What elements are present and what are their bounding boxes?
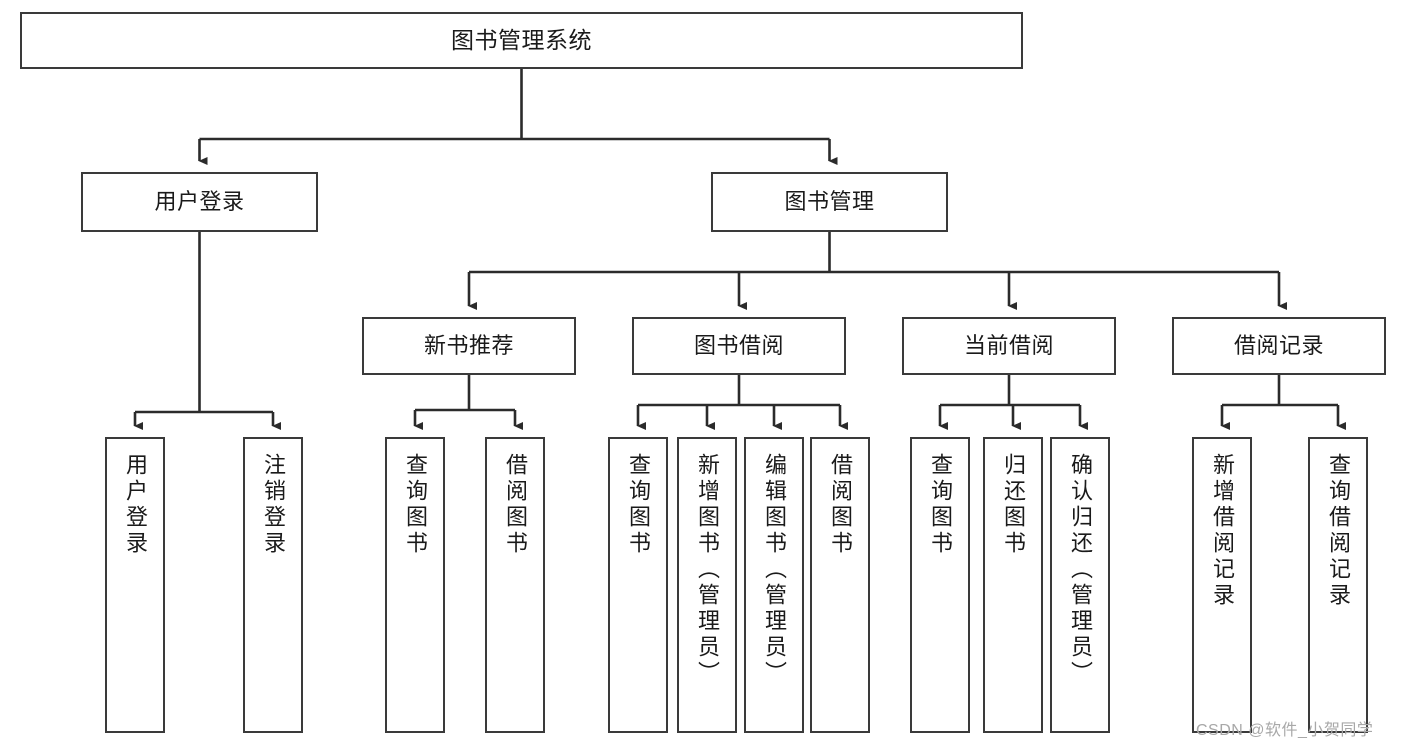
node-label: 新增图书（管理员） xyxy=(695,453,720,687)
node-leaf-query-book[interactable]: 查询图书 xyxy=(608,437,668,733)
node-leaf-return-book[interactable]: 归还图书 xyxy=(983,437,1043,733)
node-new-book-recommend[interactable]: 新书推荐 xyxy=(362,317,576,375)
node-label: 借阅图书 xyxy=(828,453,853,557)
node-label: 图书借阅 xyxy=(693,332,784,358)
connector-bus xyxy=(415,375,515,412)
node-label: 查询图书 xyxy=(403,453,428,557)
node-label: 图书管理 xyxy=(784,188,875,214)
connector-bus xyxy=(199,69,830,141)
node-label: 注销登录 xyxy=(261,453,286,557)
node-label: 用户登录 xyxy=(123,453,148,557)
node-leaf-query-book-recommend[interactable]: 查询图书 xyxy=(385,437,445,733)
node-root[interactable]: 图书管理系统 xyxy=(20,12,1023,69)
node-label: 归还图书 xyxy=(1001,453,1026,557)
node-book-borrow[interactable]: 图书借阅 xyxy=(632,317,846,375)
node-book-management[interactable]: 图书管理 xyxy=(711,172,948,232)
node-leaf-user-login[interactable]: 用户登录 xyxy=(105,437,165,733)
node-leaf-confirm-return-admin[interactable]: 确认归还（管理员） xyxy=(1050,437,1110,733)
node-label: 借阅图书 xyxy=(503,453,528,557)
node-leaf-query-borrow-record[interactable]: 查询借阅记录 xyxy=(1308,437,1368,733)
node-label: 用户登录 xyxy=(154,188,245,214)
node-current-borrow[interactable]: 当前借阅 xyxy=(902,317,1116,375)
connector-bus xyxy=(638,375,840,407)
node-user-login[interactable]: 用户登录 xyxy=(81,172,318,232)
node-leaf-borrow-book[interactable]: 借阅图书 xyxy=(810,437,870,733)
connector-bus xyxy=(135,232,273,414)
node-label: 借阅记录 xyxy=(1233,332,1324,358)
node-label: 图书管理系统 xyxy=(451,26,592,53)
node-leaf-edit-book-admin[interactable]: 编辑图书（管理员） xyxy=(744,437,804,733)
node-label: 查询图书 xyxy=(928,453,953,557)
node-leaf-borrow-book-recommend[interactable]: 借阅图书 xyxy=(485,437,545,733)
csdn-watermark: CSDN @软件_小贺同学 xyxy=(1196,722,1374,739)
node-label: 新书推荐 xyxy=(423,332,514,358)
node-label: 确认归还（管理员） xyxy=(1068,453,1093,687)
node-label: 当前借阅 xyxy=(963,332,1054,358)
connector-bus xyxy=(1222,375,1338,407)
node-label: 编辑图书（管理员） xyxy=(762,453,787,687)
connector-bus xyxy=(469,232,1279,274)
node-leaf-query-book-current[interactable]: 查询图书 xyxy=(910,437,970,733)
node-borrow-record[interactable]: 借阅记录 xyxy=(1172,317,1386,375)
connector-bus xyxy=(940,375,1080,407)
node-label: 新增借阅记录 xyxy=(1210,453,1235,609)
node-label: 查询借阅记录 xyxy=(1326,453,1351,609)
node-leaf-add-borrow-record[interactable]: 新增借阅记录 xyxy=(1192,437,1252,733)
node-label: 查询图书 xyxy=(626,453,651,557)
node-leaf-user-logout[interactable]: 注销登录 xyxy=(243,437,303,733)
node-leaf-add-book-admin[interactable]: 新增图书（管理员） xyxy=(677,437,737,733)
